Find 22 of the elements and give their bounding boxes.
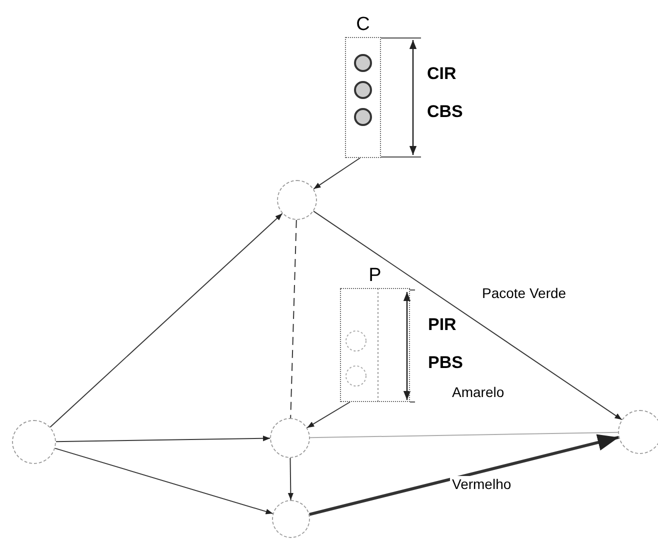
edge-label: Vermelho (450, 476, 514, 492)
arrow (313, 158, 360, 190)
arrow (54, 448, 274, 514)
arrow (288, 458, 294, 500)
arrow (313, 210, 622, 420)
arrow (56, 436, 270, 442)
circle-node (272, 500, 310, 538)
edge-label: Pacote Verde (480, 285, 568, 301)
circle-node (618, 410, 658, 454)
circle-node (270, 418, 310, 458)
circle-node (277, 180, 317, 220)
queue-name: P (368, 265, 382, 287)
edge-label: Amarelo (450, 384, 506, 400)
queue-parameter: PIR (428, 314, 456, 336)
arrow (309, 434, 620, 516)
queue-name: C (355, 14, 371, 36)
queue-parameter: CIR (427, 63, 456, 85)
arrow (50, 213, 283, 428)
queue-parameter: CBS (427, 101, 463, 123)
circle-node (12, 420, 56, 464)
queue-parameter: PBS (428, 352, 463, 374)
arrow (306, 402, 350, 428)
